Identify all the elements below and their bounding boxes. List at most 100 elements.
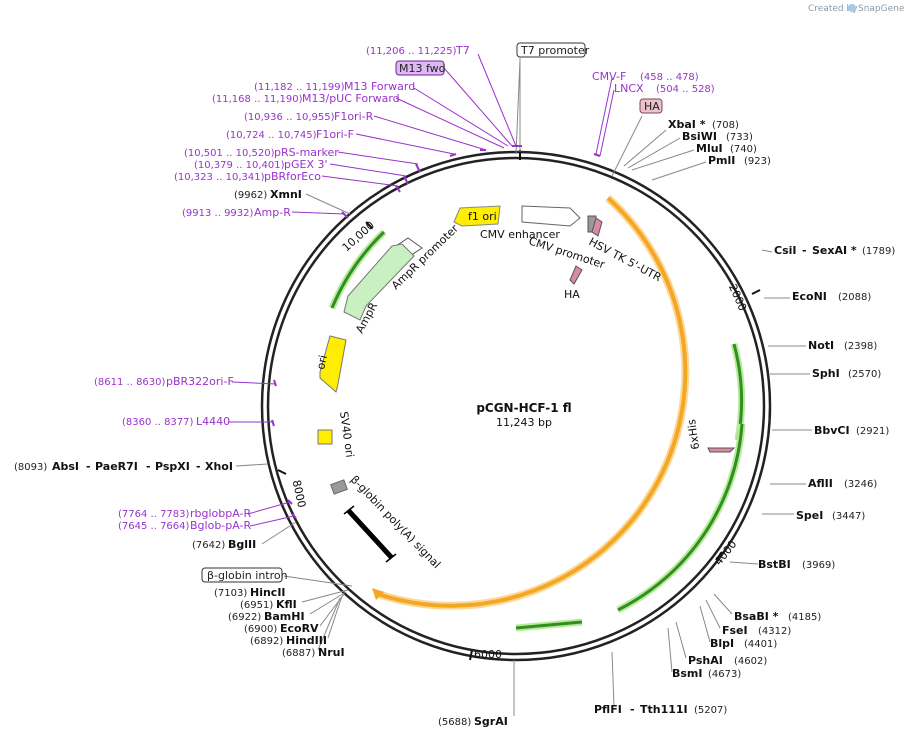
credit-brand: SnapGene bbox=[858, 4, 905, 14]
primer-cmvf-pos: (458 .. 478) bbox=[640, 72, 699, 83]
bglobin-intron-box bbox=[201, 567, 283, 583]
ampr-arc bbox=[330, 230, 386, 309]
enzyme-leader-lines bbox=[235, 58, 812, 716]
primer-bglobpar: Bglob-pA-R bbox=[190, 519, 252, 532]
inner-orf-3 bbox=[515, 620, 583, 630]
enzyme-sphi: SphI bbox=[812, 367, 840, 380]
primer-m13puc: M13/pUC Forward bbox=[302, 92, 400, 105]
enzyme-aflii: AflII bbox=[808, 477, 833, 490]
primer-rbglobpar-pos: (7764 .. 7783) bbox=[118, 509, 190, 520]
tick-label-2000: 2000 bbox=[726, 282, 749, 313]
enzyme-bsiwi-pos: (733) bbox=[726, 132, 753, 143]
enzyme-bglii: BglII bbox=[228, 538, 256, 551]
enzyme-fsei: FseI bbox=[722, 624, 748, 637]
primer-f1orif: F1ori-F bbox=[316, 128, 354, 141]
enzyme-bsmi-pos: (4673) bbox=[708, 669, 741, 680]
plasmid-size: 11,243 bp bbox=[496, 416, 552, 429]
enzyme-absi: AbsI bbox=[52, 460, 79, 473]
ha-feature-top bbox=[591, 217, 603, 237]
enzyme-blpi-pos: (4401) bbox=[744, 639, 777, 650]
inner-orf-2 bbox=[617, 423, 744, 612]
plasmid-name: pCGN-HCF-1 fl bbox=[476, 401, 571, 415]
enzyme-hindiii: HindIII bbox=[286, 634, 327, 647]
enzyme-csii-sep: - bbox=[802, 244, 807, 257]
cmv-promoter-feature bbox=[521, 205, 581, 227]
primer-l4440-pos: (8360 .. 8377) bbox=[122, 417, 194, 428]
enzyme-paer7i-sep: - bbox=[146, 460, 151, 473]
enzyme-sgrai-pos: (5688) bbox=[438, 717, 471, 728]
primer-lncx: LNCX bbox=[614, 82, 644, 95]
tick-label-8000: 8000 bbox=[290, 479, 309, 509]
enzyme-bglii-pos: (7642) bbox=[192, 540, 225, 551]
f1-ori-label: f1 ori bbox=[468, 210, 497, 223]
primer-m13forward: M13 Forward bbox=[344, 80, 415, 93]
enzyme-sphi-pos: (2570) bbox=[848, 369, 881, 380]
primer-rbglobpar: rbglobpA-R bbox=[190, 507, 251, 520]
enzyme-pflfi-pos: (5207) bbox=[694, 705, 727, 716]
primer-t7: T7 bbox=[455, 44, 470, 57]
primer-pgex3: pGEX 3' bbox=[284, 158, 328, 171]
enzyme-bsabi: BsaBI * bbox=[734, 610, 779, 623]
enzyme-bsmi: BsmI bbox=[672, 667, 703, 680]
enzyme-econi: EcoNI bbox=[792, 290, 827, 303]
his6-label: 6xHis bbox=[685, 418, 702, 450]
hcf1-orf-arc bbox=[377, 196, 688, 608]
primer-pgex3-pos: (10,379 .. 10,401) bbox=[194, 160, 285, 171]
f1-ori-feature bbox=[453, 205, 501, 227]
ori-label: ori bbox=[314, 354, 330, 371]
enzyme-kfli-pos: (6951) bbox=[240, 600, 273, 611]
bglobin-polya-end-right bbox=[385, 553, 397, 563]
enzyme-bamhi-pos: (6922) bbox=[228, 612, 261, 623]
primer-marks bbox=[271, 145, 601, 519]
primer-m13puc-pos: (11,168 .. 11,190) bbox=[212, 94, 303, 105]
cmv-enhancer-label: CMV enhancer bbox=[480, 228, 560, 241]
enzyme-bamhi: BamHI bbox=[264, 610, 305, 623]
enzyme-hindiii-pos: (6892) bbox=[250, 636, 283, 647]
enzyme-sgrai: SgrAI bbox=[474, 715, 508, 728]
t7-promoter-label: T7 promoter bbox=[520, 44, 590, 57]
ori-feature bbox=[319, 335, 347, 393]
primer-m13forward-pos: (11,182 .. 11,199) bbox=[254, 82, 345, 93]
ha-feature-inner bbox=[569, 265, 583, 285]
m13-fwd-box bbox=[395, 60, 445, 76]
primer-prsmarker: pRS-marker bbox=[274, 146, 339, 159]
t7-promoter-box bbox=[516, 42, 586, 58]
enzyme-bsabi-pos: (4185) bbox=[788, 612, 821, 623]
enzyme-mlui-pos: (740) bbox=[730, 144, 757, 155]
enzyme-econi-pos: (2088) bbox=[838, 292, 871, 303]
ha-box bbox=[639, 98, 663, 114]
ha-inner-label: HA bbox=[564, 288, 580, 301]
primer-cmvf: CMV-F bbox=[592, 70, 626, 83]
primer-t7-pos: (11,206 .. 11,225) bbox=[366, 46, 457, 57]
enzyme-noti: NotI bbox=[808, 339, 834, 352]
enzyme-noti-pos: (2398) bbox=[844, 341, 877, 352]
enzyme-paer7i: PaeR7I bbox=[95, 460, 138, 473]
enzyme-ecorv: EcoRV bbox=[280, 622, 319, 635]
enzyme-absi-pos: (8093) bbox=[14, 462, 47, 473]
bglobin-polya-end-left bbox=[343, 505, 355, 515]
primer-pbrforeco-pos: (10,323 .. 10,341) bbox=[174, 172, 265, 183]
enzyme-fsei-pos: (4312) bbox=[758, 626, 791, 637]
enzyme-bbvci-pos: (2921) bbox=[856, 426, 889, 437]
enzyme-pflfi-sep: - bbox=[630, 703, 635, 716]
enzyme-spei-pos: (3447) bbox=[832, 511, 865, 522]
enzyme-pshai-pos: (4602) bbox=[734, 656, 767, 667]
enzyme-nrui-pos: (6887) bbox=[282, 648, 315, 659]
credit-text: Created by bbox=[808, 4, 858, 14]
enzyme-pflfi: PflFI bbox=[594, 703, 622, 716]
enzyme-bsiwi: BsiWI bbox=[682, 130, 717, 143]
enzyme-csii-pos: (1789) bbox=[862, 246, 895, 257]
enzyme-blpi: BlpI bbox=[710, 637, 734, 650]
enzyme-bbvci: BbvCI bbox=[814, 424, 850, 437]
enzyme-pmli-pos: (923) bbox=[744, 156, 771, 167]
enzyme-xhoi: XhoI bbox=[205, 460, 233, 473]
primer-pbr322orif-pos: (8611 .. 8630) bbox=[94, 377, 166, 388]
bglobin-intron-label: β-globin intron bbox=[207, 569, 288, 582]
enzyme-absi-sep: - bbox=[86, 460, 91, 473]
enzyme-sexai: SexAI * bbox=[812, 244, 857, 257]
enzyme-xbai: XbaI * bbox=[668, 118, 706, 131]
enzyme-xmni-pos: (9962) bbox=[234, 190, 267, 201]
enzyme-xbai-pos: (708) bbox=[712, 120, 739, 131]
primer-lncx-pos: (504 .. 528) bbox=[656, 84, 715, 95]
